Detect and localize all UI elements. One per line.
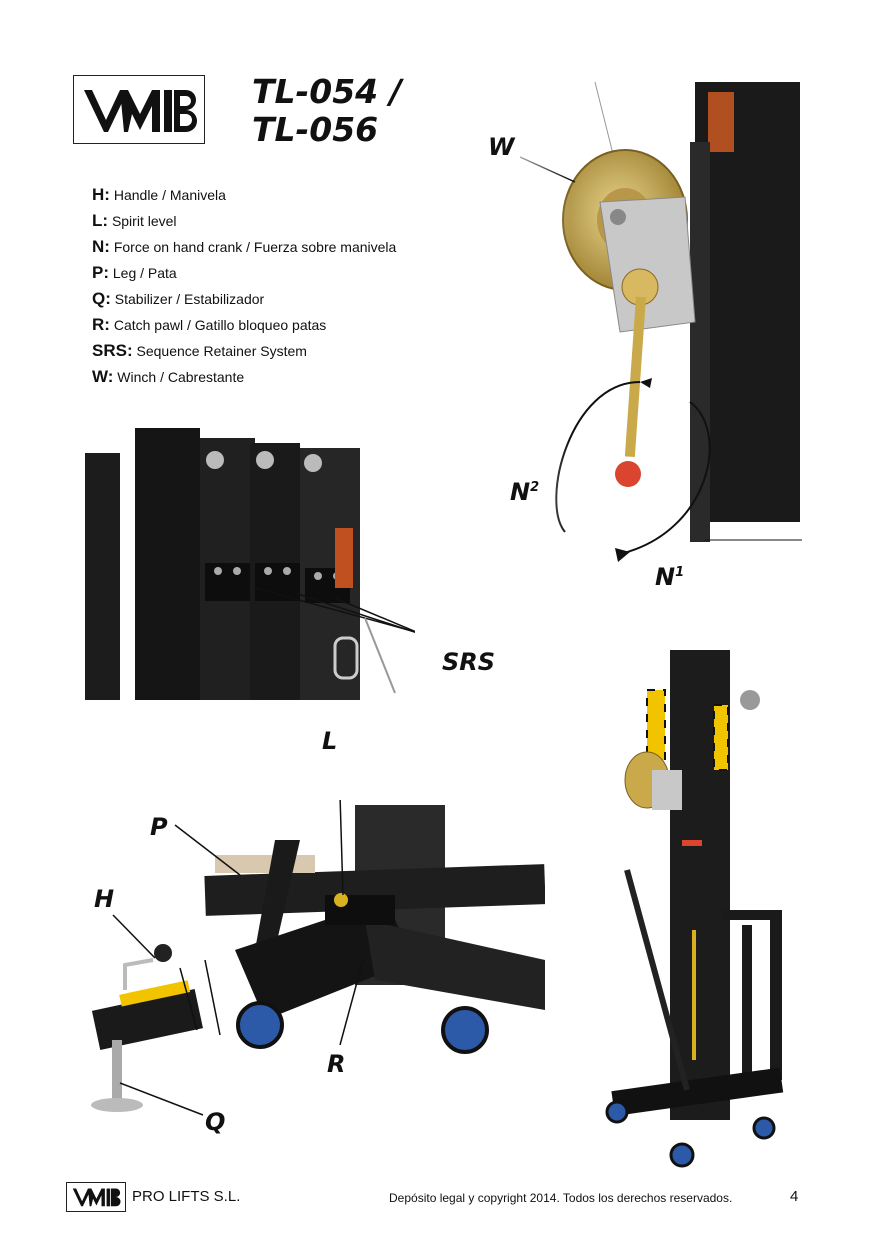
callout-n1: N1 bbox=[655, 563, 685, 591]
footer-company: PRO LIFTS S.L. bbox=[132, 1188, 241, 1205]
callout-r: R bbox=[327, 1050, 346, 1078]
model-title-line1: TL-054 / bbox=[252, 72, 402, 111]
srs-photo bbox=[85, 428, 415, 700]
legend-item: P: Leg / Pata bbox=[92, 263, 177, 282]
callout-l: L bbox=[322, 727, 338, 755]
winch-photo bbox=[490, 82, 810, 582]
callout-srs: SRS bbox=[442, 648, 496, 676]
full-lift-photo bbox=[592, 650, 792, 1170]
legend-item: L: Spirit level bbox=[92, 211, 177, 230]
legend-item: SRS: Sequence Retainer System bbox=[92, 341, 307, 360]
callout-p: P bbox=[150, 813, 168, 841]
brand-logo bbox=[73, 75, 205, 144]
page-number: 4 bbox=[790, 1188, 799, 1205]
callout-n2: N2 bbox=[510, 478, 540, 506]
footer-legal: Depósito legal y copyright 2014. Todos l… bbox=[389, 1191, 733, 1205]
callout-q: Q bbox=[205, 1108, 226, 1136]
legend-item: Q: Stabilizer / Estabilizador bbox=[92, 289, 265, 308]
vmb-logo-icon bbox=[84, 89, 197, 132]
legend-item: R: Catch pawl / Gatillo bloqueo patas bbox=[92, 315, 327, 334]
legend-list: H: Handle / Manivela L: Spirit level N: … bbox=[92, 182, 452, 390]
callout-w: W bbox=[488, 133, 515, 161]
model-title-line2: TL-056 bbox=[252, 110, 379, 149]
legend-item: H: Handle / Manivela bbox=[92, 185, 226, 204]
footer-logo bbox=[66, 1182, 126, 1212]
base-photo bbox=[85, 800, 545, 1130]
legend-item: N: Force on hand crank / Fuerza sobre ma… bbox=[92, 237, 397, 256]
legend-item: W: Winch / Cabrestante bbox=[92, 367, 245, 386]
vmb-logo-small-icon bbox=[72, 1188, 121, 1207]
callout-h: H bbox=[94, 885, 115, 913]
